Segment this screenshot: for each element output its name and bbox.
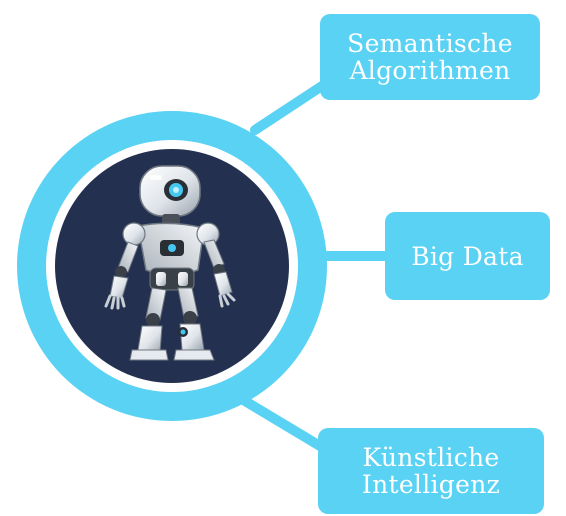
- label-kuenstliche-intelligenz: Künstliche Intelligenz: [318, 428, 544, 514]
- label-semantische-algorithmen: Semantische Algorithmen: [320, 14, 540, 100]
- label-kuenstliche-intelligenz-line-2: Intelligenz: [361, 470, 501, 499]
- connector-ki: [235, 393, 335, 457]
- label-semantische-algorithmen-line-2: Algorithmen: [349, 56, 511, 85]
- label-big-data-line-1: Big Data: [411, 241, 524, 271]
- label-kuenstliche-intelligenz-line-1: Künstliche: [362, 443, 500, 472]
- label-semantische-algorithmen-line-1: Semantische: [347, 29, 513, 58]
- connector-semantic: [250, 77, 333, 135]
- label-big-data: Big Data: [385, 212, 550, 300]
- robot-icon: [104, 165, 236, 361]
